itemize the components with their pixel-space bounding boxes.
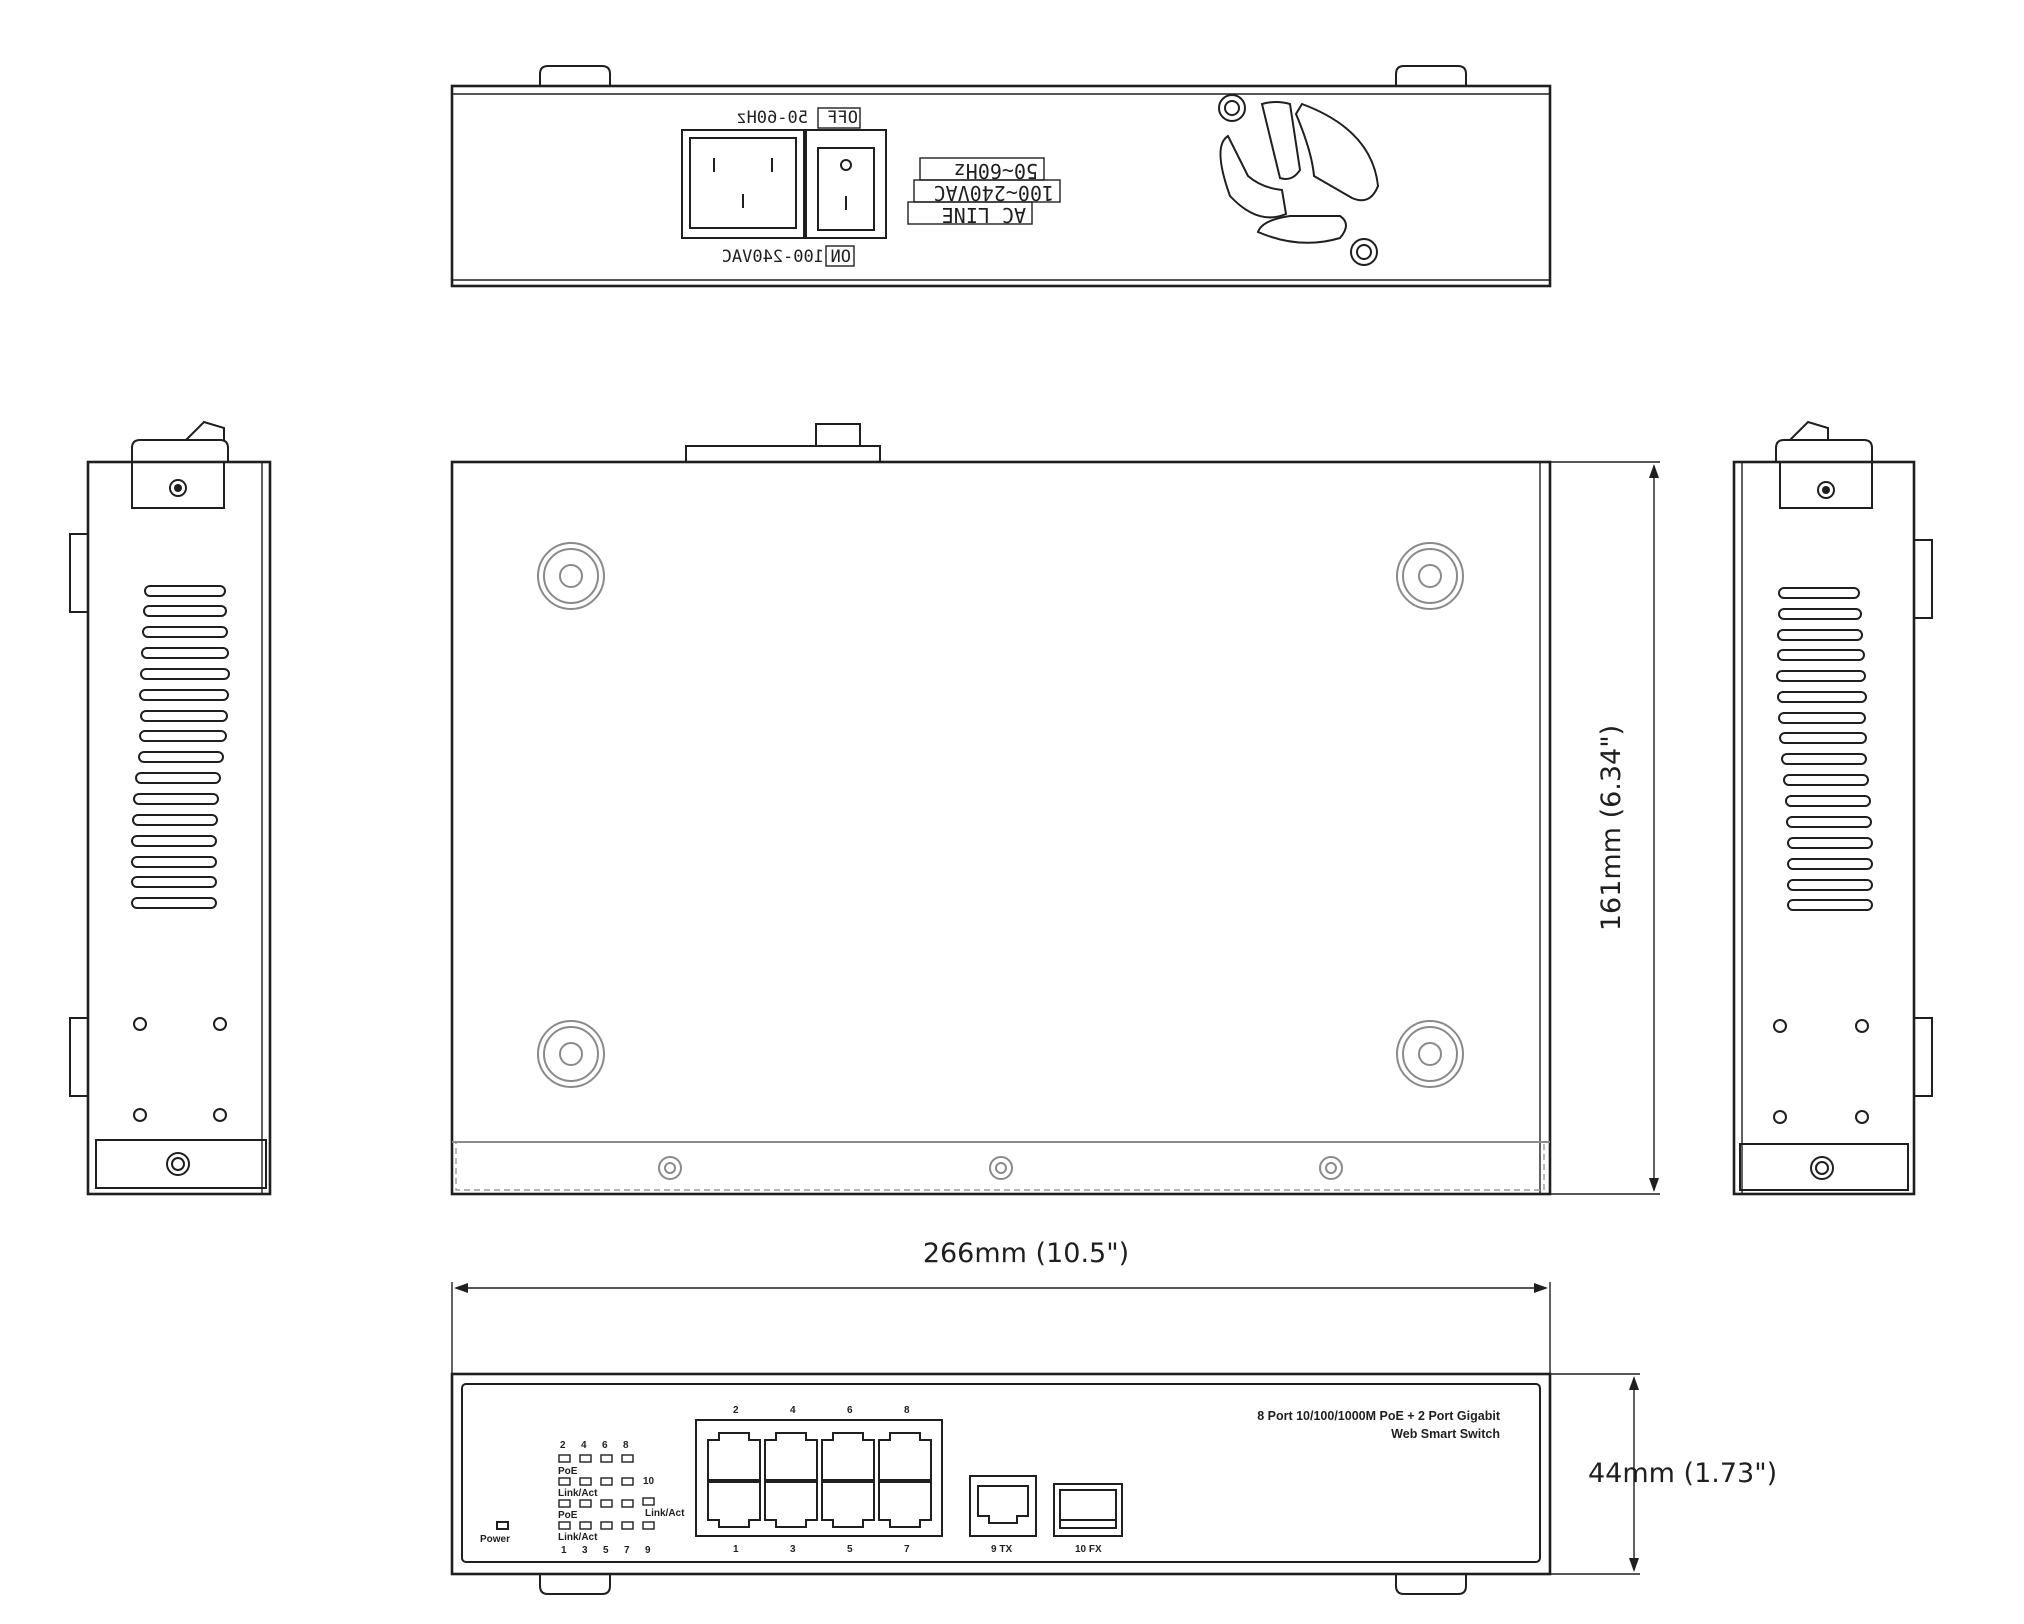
top-view — [450, 423, 1552, 1196]
link-act-label-upper: Link/Act — [558, 1488, 598, 1499]
port-10-fx: 10 FX — [1053, 1483, 1123, 1555]
led-num-8: 8 — [623, 1440, 629, 1451]
fan-grille — [1218, 94, 1380, 266]
led-num-6: 6 — [602, 1440, 608, 1451]
rear-label-line1: AC LINE — [942, 203, 1026, 227]
power-led-label: Power — [480, 1534, 510, 1545]
led-num-9: 9 — [645, 1545, 651, 1556]
rear-off-label: OFF — [827, 108, 858, 128]
top-front-lip — [452, 1141, 1550, 1191]
port-9-tx: 9 TX — [969, 1475, 1037, 1555]
led-num-1: 1 — [561, 1545, 567, 1556]
port-10-label: 10 FX — [1075, 1544, 1102, 1555]
rj45-num-2: 2 — [733, 1405, 739, 1416]
product-name-line1: 8 Port 10/100/1000M PoE + 2 Port Gigabit — [1257, 1409, 1501, 1423]
poe-label-upper: PoE — [558, 1466, 578, 1477]
led-num-10: 10 — [643, 1476, 655, 1487]
ac-inlet — [681, 129, 805, 239]
right-side-view — [1732, 420, 1933, 1196]
rj45-num-6: 6 — [847, 1405, 853, 1416]
top-bosses — [537, 542, 1464, 1088]
product-name-line2: Web Smart Switch — [1391, 1427, 1500, 1441]
rj45-num-4: 4 — [790, 1405, 796, 1416]
rear-view: OFF 50-60Hz ON 100-240VAC AC LINE 100~24… — [450, 65, 1552, 288]
led-num-3: 3 — [582, 1545, 588, 1556]
height-dimension: 44mm (1.73") — [1550, 1373, 1777, 1575]
poe-label-lower: PoE — [558, 1510, 578, 1521]
rj45-num-5: 5 — [847, 1544, 853, 1555]
rear-label-line2: 100~240VAC — [934, 181, 1054, 205]
height-dimension-label: 44mm (1.73") — [1588, 1458, 1777, 1489]
rj45-num-8: 8 — [904, 1405, 910, 1416]
width-dimension: 266mm (10.5") — [451, 1238, 1551, 1374]
rear-label-line3: 50~60Hz — [954, 159, 1038, 183]
rear-on-label: ON — [831, 247, 851, 267]
rear-frequency-label: 50-60Hz — [736, 108, 808, 128]
rear-voltage-label: 100-240VAC — [722, 247, 824, 267]
rj45-port-block: 2 4 6 8 1 3 5 7 — [695, 1405, 943, 1555]
width-dimension-label: 266mm (10.5") — [923, 1238, 1129, 1269]
led-num-4: 4 — [581, 1440, 587, 1451]
link-act-label-lower: Link/Act — [558, 1532, 598, 1543]
link-act-label-ports: Link/Act — [645, 1508, 685, 1519]
rj45-num-7: 7 — [904, 1544, 910, 1555]
power-switch — [805, 129, 887, 239]
rj45-num-1: 1 — [733, 1544, 739, 1555]
led-num-5: 5 — [603, 1545, 609, 1556]
left-side-view — [69, 420, 272, 1196]
rj45-num-3: 3 — [790, 1544, 796, 1555]
depth-dimension: 161mm (6.34") — [1550, 461, 1660, 1195]
front-view: Power 2 4 6 8 PoE Link/Act PoE Link/Act … — [450, 1372, 1552, 1595]
left-vent-slots — [131, 585, 230, 909]
led-num-7: 7 — [624, 1545, 630, 1556]
led-num-2: 2 — [560, 1440, 566, 1451]
right-vent-slots — [1776, 587, 1873, 911]
depth-dimension-label: 161mm (6.34") — [1596, 725, 1627, 931]
port-9-label: 9 TX — [991, 1544, 1012, 1555]
